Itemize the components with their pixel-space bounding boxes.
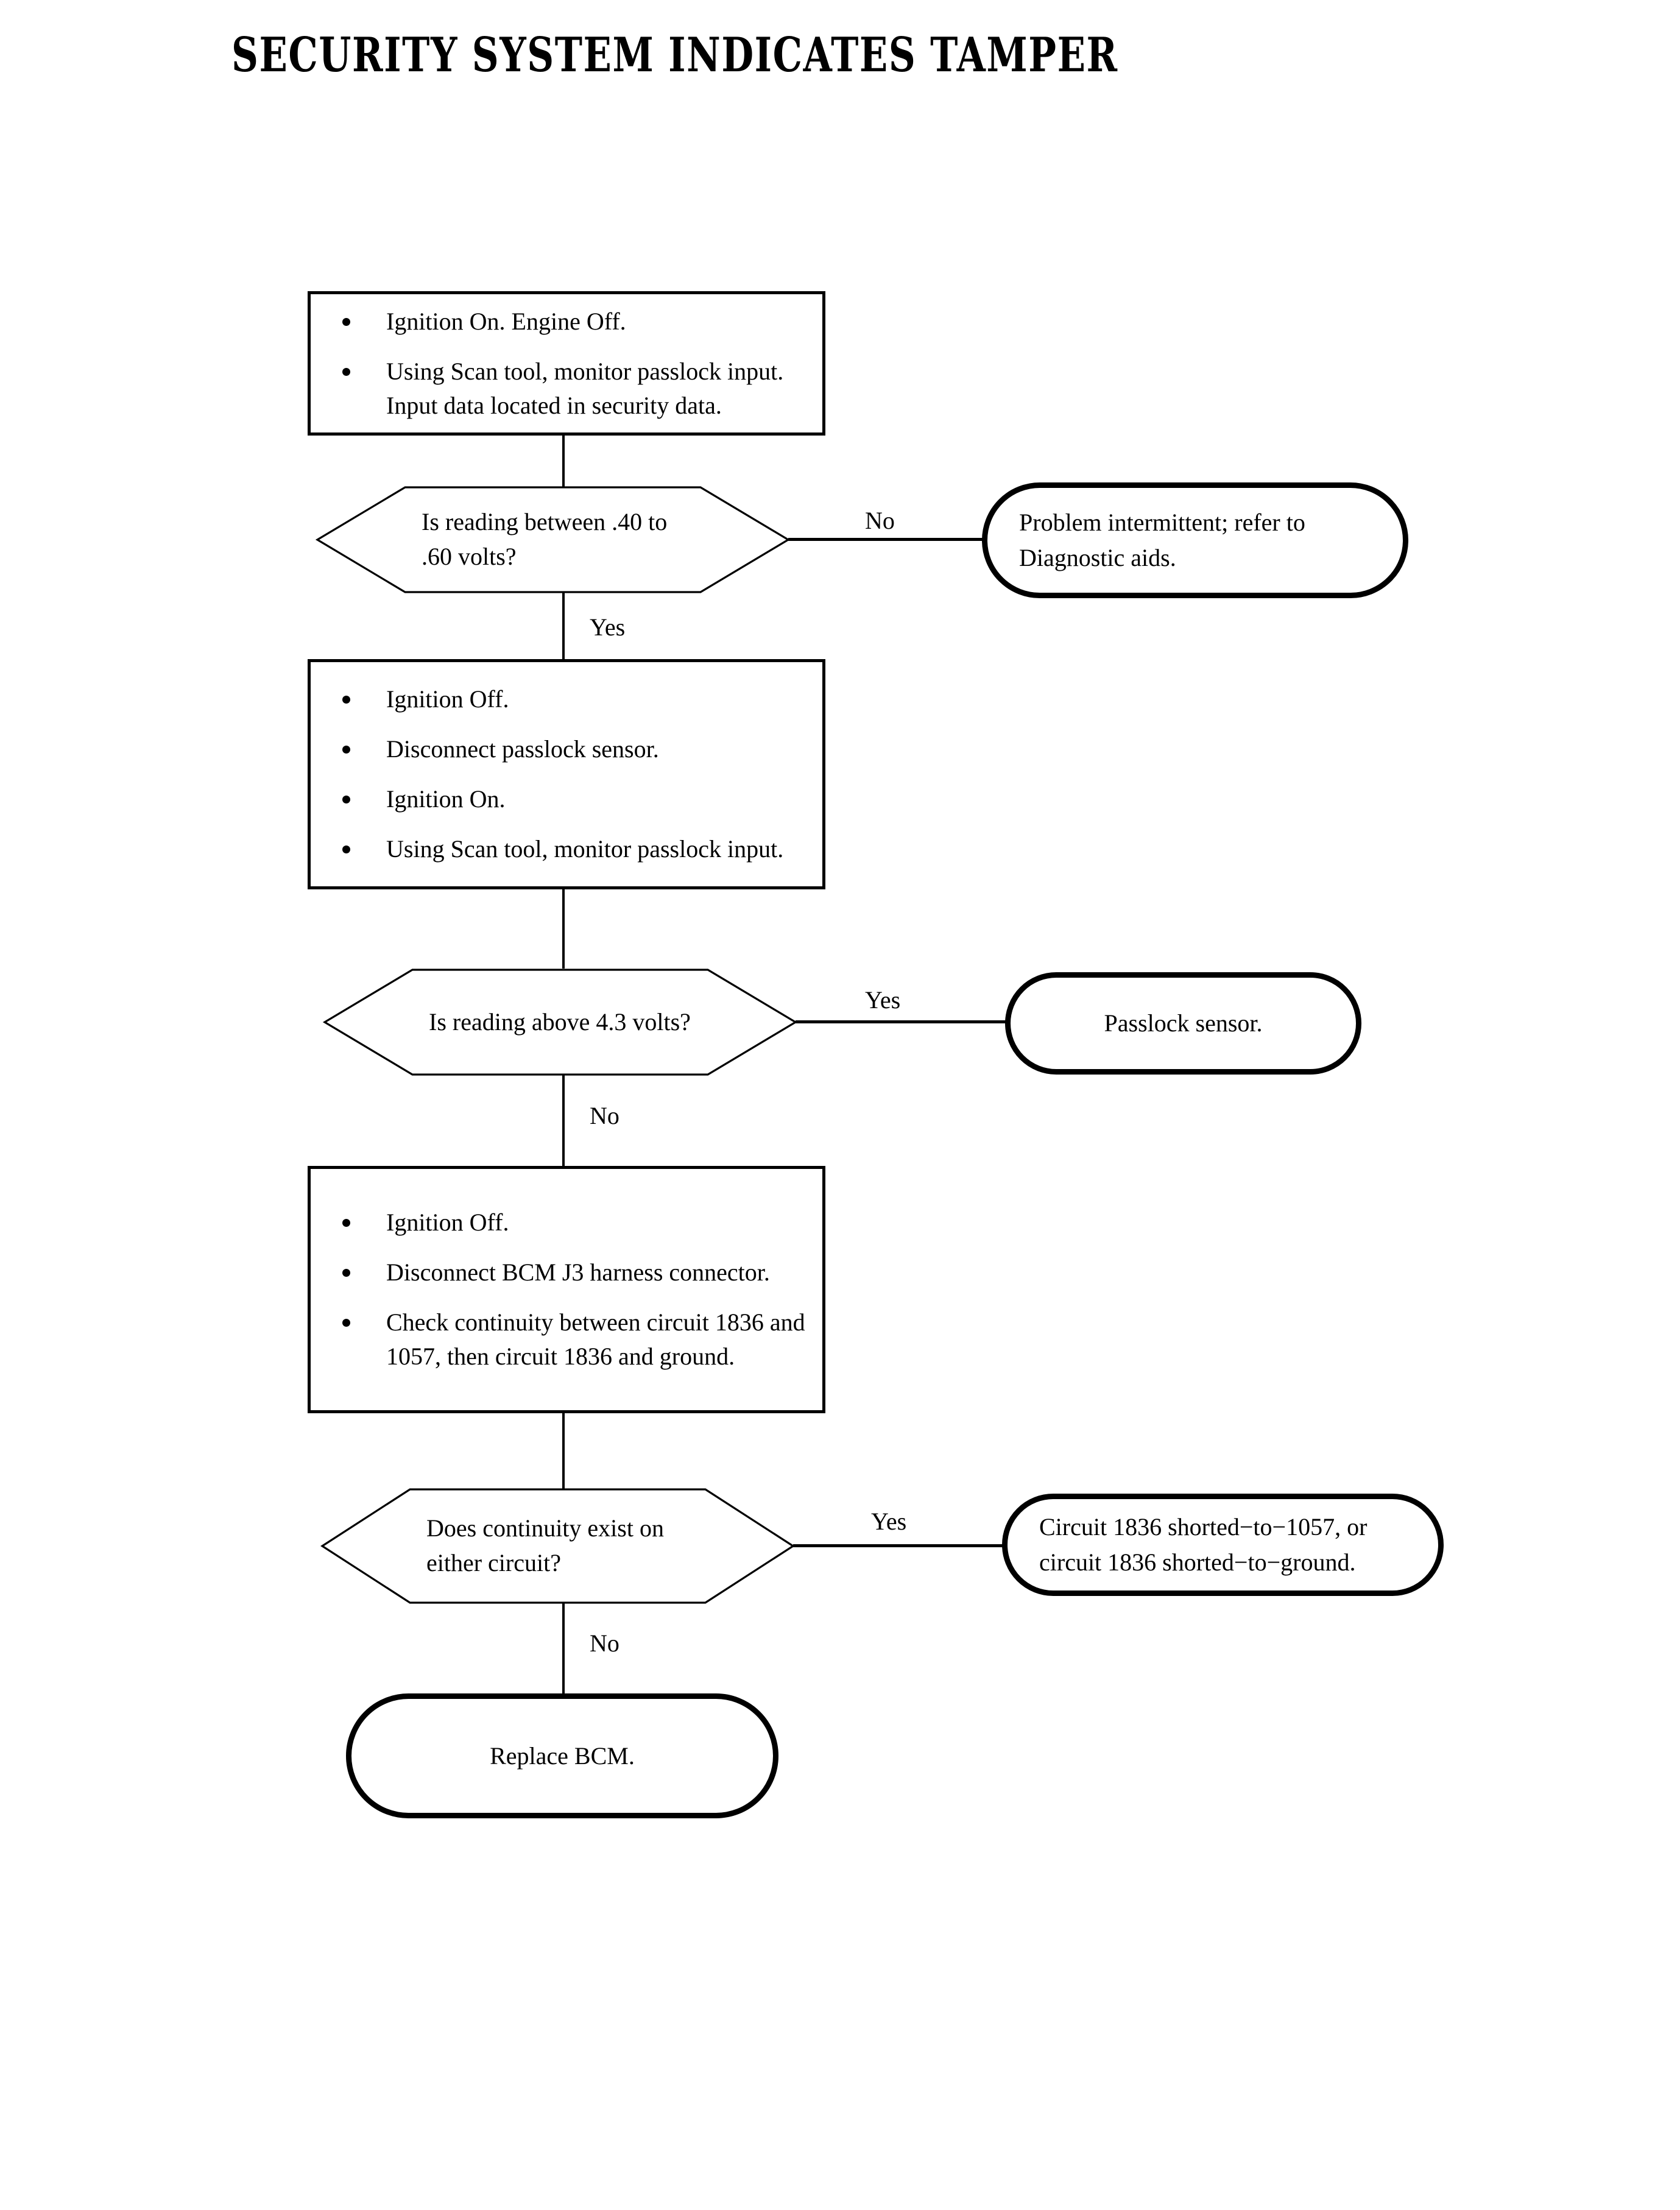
list-item: Ignition On. [339,782,806,816]
process-box-step2: Ignition Off. Disconnect passlock sensor… [308,659,825,889]
list-item: Ignition Off. [339,682,806,716]
connector-decision3-no [562,1603,565,1695]
edge-label-decision1-no: No [865,507,895,534]
decision-node-3: Does continuity exist on either circuit? [320,1488,795,1604]
decision-2-label: Is reading above 4.3 volts? [429,1008,691,1036]
bullet-icon [342,367,350,376]
step1-bullet-list: Ignition On. Engine Off. Using Scan tool… [311,305,822,423]
connector-decision2-yes [796,1020,1010,1023]
bullet-icon [342,317,350,326]
step2-bullet-list: Ignition Off. Disconnect passlock sensor… [311,682,822,866]
list-item: Disconnect passlock sensor. [339,732,806,766]
bullet-icon [342,746,350,754]
edge-label-decision3-no: No [590,1629,619,1657]
bullet-icon [342,696,350,704]
bullet-icon [342,1269,350,1277]
list-item: Check continuity between circuit 1836 an… [339,1305,806,1374]
list-item: Using Scan tool, monitor passlock input. [339,832,806,866]
result3-label: Circuit 1836 shorted−to−1057, or circuit… [1039,1513,1368,1576]
process-box-step3: Ignition Off. Disconnect BCM J3 harness … [308,1166,825,1413]
bullet-icon [342,1319,350,1327]
connector-decision1-yes [562,592,565,660]
terminator-result1: Problem intermittent; refer to Diagnosti… [982,482,1408,598]
connector-decision2-no [562,1075,565,1167]
decision-3-label: Does continuity exist on either circuit? [426,1514,664,1576]
list-item: Ignition Off. [339,1206,806,1240]
terminator-result4: Replace BCM. [346,1693,778,1818]
step2-bullet-4-text: Using Scan tool, monitor passlock input. [386,835,784,863]
result4-label: Replace BCM. [490,1742,635,1770]
list-item: Ignition On. Engine Off. [339,305,806,339]
step2-bullet-3-text: Ignition On. [386,785,506,813]
process-box-step1: Ignition On. Engine Off. Using Scan tool… [308,291,825,436]
edge-label-decision1-yes: Yes [590,613,626,641]
connector-decision1-no [788,538,986,541]
connector-step1-to-decision1 [562,436,565,487]
terminator-result2: Passlock sensor. [1005,972,1361,1075]
bullet-icon [342,796,350,803]
connector-step2-to-decision2 [562,889,565,969]
list-item: Using Scan tool, monitor passlock input.… [339,355,806,423]
step3-bullet-3-text: Check continuity between circuit 1836 an… [386,1308,805,1370]
decision-node-2: Is reading above 4.3 volts? [322,969,798,1076]
step2-bullet-1-text: Ignition Off. [386,685,509,713]
connector-step3-to-decision3 [562,1413,565,1491]
decision-node-1: Is reading between .40 to .60 volts? [315,486,791,593]
step1-bullet-1-text: Ignition On. Engine Off. [386,307,626,335]
step2-bullet-2-text: Disconnect passlock sensor. [386,735,659,763]
step1-bullet-2-text: Using Scan tool, monitor passlock input.… [386,357,784,419]
edge-label-decision3-yes: Yes [871,1508,907,1535]
result1-label: Problem intermittent; refer to Diagnosti… [1019,509,1305,571]
edge-label-decision2-yes: Yes [865,986,901,1014]
step3-bullet-list: Ignition Off. Disconnect BCM J3 harness … [311,1206,822,1374]
bullet-icon [342,846,350,853]
decision-1-label: Is reading between .40 to .60 volts? [422,508,668,570]
page-title: SECURITY SYSTEM INDICATES TAMPER [231,27,1118,83]
result2-label: Passlock sensor. [1104,1009,1263,1037]
edge-label-decision2-no: No [590,1102,619,1129]
connector-decision3-yes [793,1544,1008,1547]
bullet-icon [342,1219,350,1227]
terminator-result3: Circuit 1836 shorted−to−1057, or circuit… [1002,1494,1444,1596]
list-item: Disconnect BCM J3 harness connector. [339,1255,806,1290]
step3-bullet-2-text: Disconnect BCM J3 harness connector. [386,1259,770,1286]
step3-bullet-1-text: Ignition Off. [386,1209,509,1236]
